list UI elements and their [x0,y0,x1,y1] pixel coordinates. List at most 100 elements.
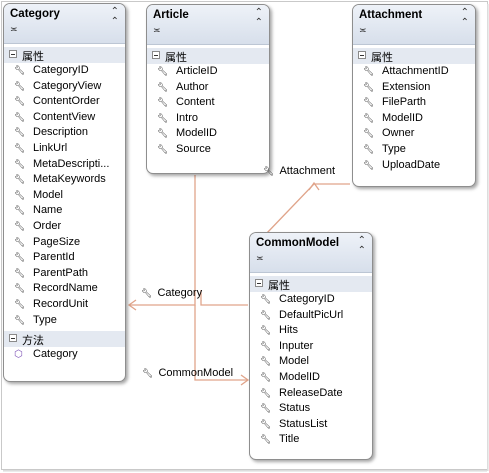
property-row[interactable]: 🔧︎ParentPath [4,266,125,282]
property-row[interactable]: 🔧︎MetaKeywords [4,172,125,188]
property-row[interactable]: 🔧︎ModelID [147,126,269,142]
wrench-icon: 🔧︎ [14,81,26,92]
wrench-icon: 🔧︎ [14,66,26,76]
stereotype-icon: ≍ [153,26,160,36]
property-row[interactable]: 🔧︎Content [147,95,269,111]
section-toggle-icon[interactable] [9,50,17,58]
property-name: DefaultPicUrl [279,308,344,321]
property-row[interactable]: 🔧︎Inputer [250,339,372,355]
association-line-category [129,175,196,306]
class-header[interactable]: Article ≍ ⌃⌃ [147,5,269,45]
property-row[interactable]: 🔧︎CategoryID [250,292,372,308]
association-label-category[interactable]: 🔧︎Category [141,287,202,299]
property-row[interactable]: 🔧︎Intro [147,111,269,127]
association-line-category-cm [200,290,248,306]
property-row[interactable]: 🔧︎Source [147,142,269,158]
section-label: 属性 [268,280,290,292]
property-row[interactable]: 🔧︎ModelID [250,370,372,386]
property-row[interactable]: 🔧︎Extension [353,80,475,96]
property-row[interactable]: 🔧︎ContentView [4,110,125,126]
property-row[interactable]: 🔧︎Order [4,219,125,235]
property-name: ModelID [279,370,320,383]
property-name: ParentPath [33,266,89,279]
property-row[interactable]: 🔧︎Model [4,188,125,204]
property-row[interactable]: 🔧︎RecordName [4,281,125,297]
wrench-icon: 🔧︎ [14,253,26,264]
section-toggle-icon[interactable] [358,51,366,59]
method-list: ⬡Category [4,347,125,363]
property-row[interactable]: 🔧︎Status [250,401,372,417]
property-name: Title [279,433,300,446]
property-row[interactable]: 🔧︎PageSize [4,235,125,251]
property-name: AttachmentID [382,65,449,77]
property-row[interactable]: 🔧︎CategoryView [4,79,125,95]
property-row[interactable]: 🔧︎Title [250,432,372,448]
property-row[interactable]: 🔧︎ModelID [353,111,475,127]
property-row[interactable]: 🔧︎ReleaseDate [250,386,372,402]
collapse-chevron-icon[interactable]: ⌃⌃ [110,6,119,27]
section-label: 属性 [22,51,44,63]
association-arrow-category [127,299,137,311]
stereotype-icon: ≍ [359,26,366,36]
section-header-properties[interactable]: 属性 [353,48,475,64]
section-toggle-icon[interactable] [152,51,160,59]
association-arrow-commonmodel [240,374,250,386]
property-row[interactable]: 🔧︎Author [147,80,269,96]
property-row[interactable]: 🔧︎Type [353,142,475,158]
section-toggle-icon[interactable] [255,279,263,287]
property-row[interactable]: 🔧︎Description [4,125,125,141]
property-row[interactable]: 🔧︎AttachmentID [353,64,475,80]
wrench-icon: 🔧︎ [14,159,26,170]
association-label-commonmodel[interactable]: 🔧︎CommonModel [142,367,233,379]
class-header[interactable]: Category ≍ ⌃⌃ [4,4,125,44]
class-category[interactable]: Category ≍ ⌃⌃ 属性 🔧︎CategoryID🔧︎CategoryV… [3,3,126,382]
property-name: Name [33,204,63,217]
wrench-icon: 🔧︎ [363,98,375,109]
collapse-chevron-icon[interactable]: ⌃⌃ [357,235,366,256]
property-row[interactable]: 🔧︎Type [4,313,125,329]
property-row[interactable]: 🔧︎MetaDescripti... [4,157,125,173]
collapse-chevron-icon[interactable]: ⌃⌃ [254,7,263,28]
property-row[interactable]: 🔧︎Hits [250,323,372,339]
association-line-attachment [265,183,315,235]
section-header-properties[interactable]: 属性 [147,48,269,64]
section-label: 属性 [371,52,393,64]
class-article[interactable]: Article ≍ ⌃⌃ 属性 🔧︎ArticleID🔧︎Author🔧︎Con… [146,4,270,174]
method-row[interactable]: ⬡Category [4,347,125,363]
property-row[interactable]: 🔧︎StatusList [250,417,372,433]
association-name: CommonModel [158,367,234,379]
class-title: CommonModel [256,237,340,249]
class-header[interactable]: Attachment ≍ ⌃⌃ [353,5,475,45]
collapse-chevron-icon[interactable]: ⌃⌃ [460,7,469,28]
property-row[interactable]: 🔧︎Model [250,354,372,370]
section-header-properties[interactable]: 属性 [4,47,125,63]
property-row[interactable]: 🔧︎ DefaultPicUrl [250,308,372,324]
section-header-properties[interactable]: 属性 [250,276,372,292]
class-attachment[interactable]: Attachment ≍ ⌃⌃ 属性 🔧︎AttachmentID🔧︎Exten… [352,4,476,187]
association-arrow-attachment [308,181,320,191]
property-row[interactable]: 🔧︎LinkUrl [4,141,125,157]
wrench-icon: 🔧︎ [157,67,169,77]
property-row[interactable]: 🔧︎RecordUnit [4,297,125,313]
property-row[interactable]: 🔧︎Name [4,203,125,219]
property-name: ModelID [382,111,423,124]
property-row[interactable]: 🔧︎FileParth [353,95,475,111]
wrench-icon: 🔧︎ [14,175,26,186]
class-header[interactable]: CommonModel ≍ ⌃⌃ [250,233,372,273]
property-row[interactable]: 🔧︎CategoryID [4,63,125,79]
property-row[interactable]: 🔧︎ParentId [4,250,125,266]
wrench-icon: 🔧︎ [260,310,272,321]
frame-shadow-right [487,4,489,471]
property-row[interactable]: 🔧︎Owner [353,126,475,142]
class-commonmodel[interactable]: CommonModel ≍ ⌃⌃ 属性 🔧︎CategoryID 🔧︎ Defaul… [249,232,373,460]
association-label-attachment[interactable]: 🔧︎Attachment [263,165,335,177]
section-toggle-icon[interactable] [9,334,17,343]
property-row[interactable]: 🔧︎ArticleID [147,64,269,80]
property-row[interactable]: 🔧︎UploadDate [353,158,475,174]
wrench-icon: 🔧︎ [260,341,272,352]
property-row[interactable]: 🔧︎ContentOrder [4,94,125,110]
stereotype-icon: ≍ [10,25,17,35]
property-name: RecordUnit [33,297,89,310]
method-name: Category [33,348,78,361]
section-header-methods[interactable]: 方法 [4,331,125,348]
